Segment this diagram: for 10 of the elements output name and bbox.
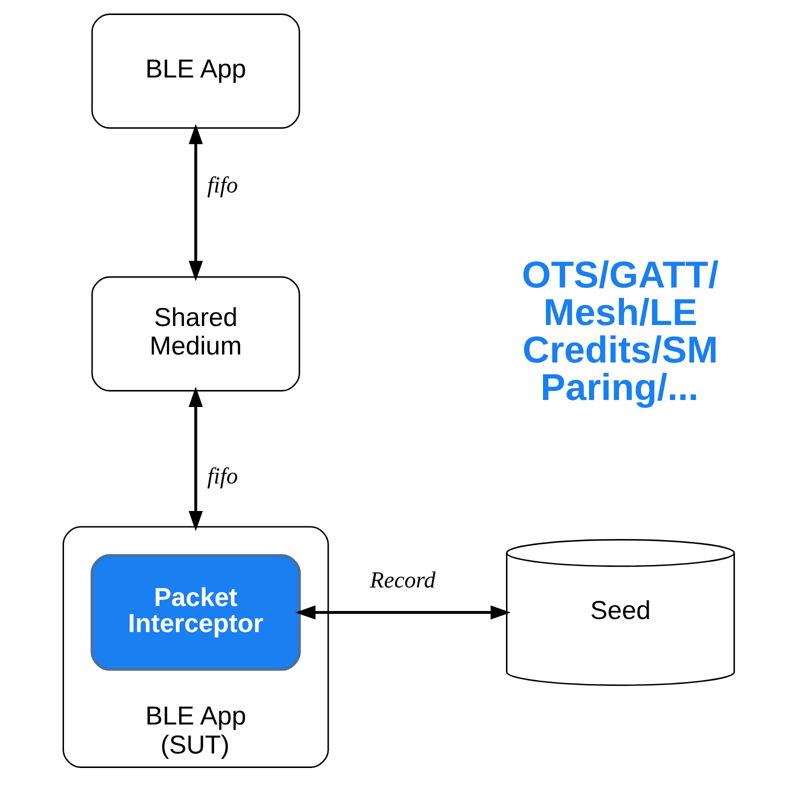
arrow <box>188 386 203 532</box>
label: OTS/GATT/ Mesh/LE Credits/SM Paring/... <box>522 254 719 408</box>
node-box: Shared Medium <box>91 276 300 392</box>
node-box: BLE App <box>91 14 300 129</box>
node-box: Packet Interceptor <box>90 554 301 671</box>
edge-label: fifo <box>207 462 238 488</box>
edge-label: Record <box>370 566 436 593</box>
arrow <box>295 605 511 620</box>
edge-label: fifo <box>207 171 238 198</box>
arrow <box>188 124 203 282</box>
